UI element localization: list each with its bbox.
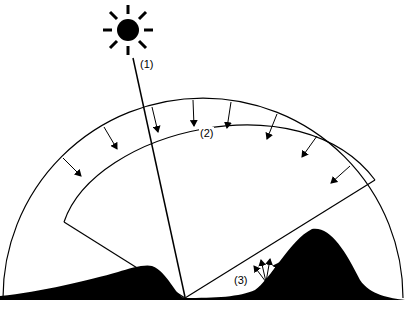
direct-beam <box>133 58 185 297</box>
callout-number: (2) <box>199 127 214 140</box>
callout-number: (1) <box>139 58 154 71</box>
terrain-silhouette <box>0 229 405 300</box>
sky-view-arc <box>64 125 375 222</box>
diffuse-arrows <box>63 100 350 183</box>
reflected-arrows <box>254 259 285 282</box>
sun-symbol <box>103 5 153 55</box>
callout-number: (3) <box>233 274 248 287</box>
